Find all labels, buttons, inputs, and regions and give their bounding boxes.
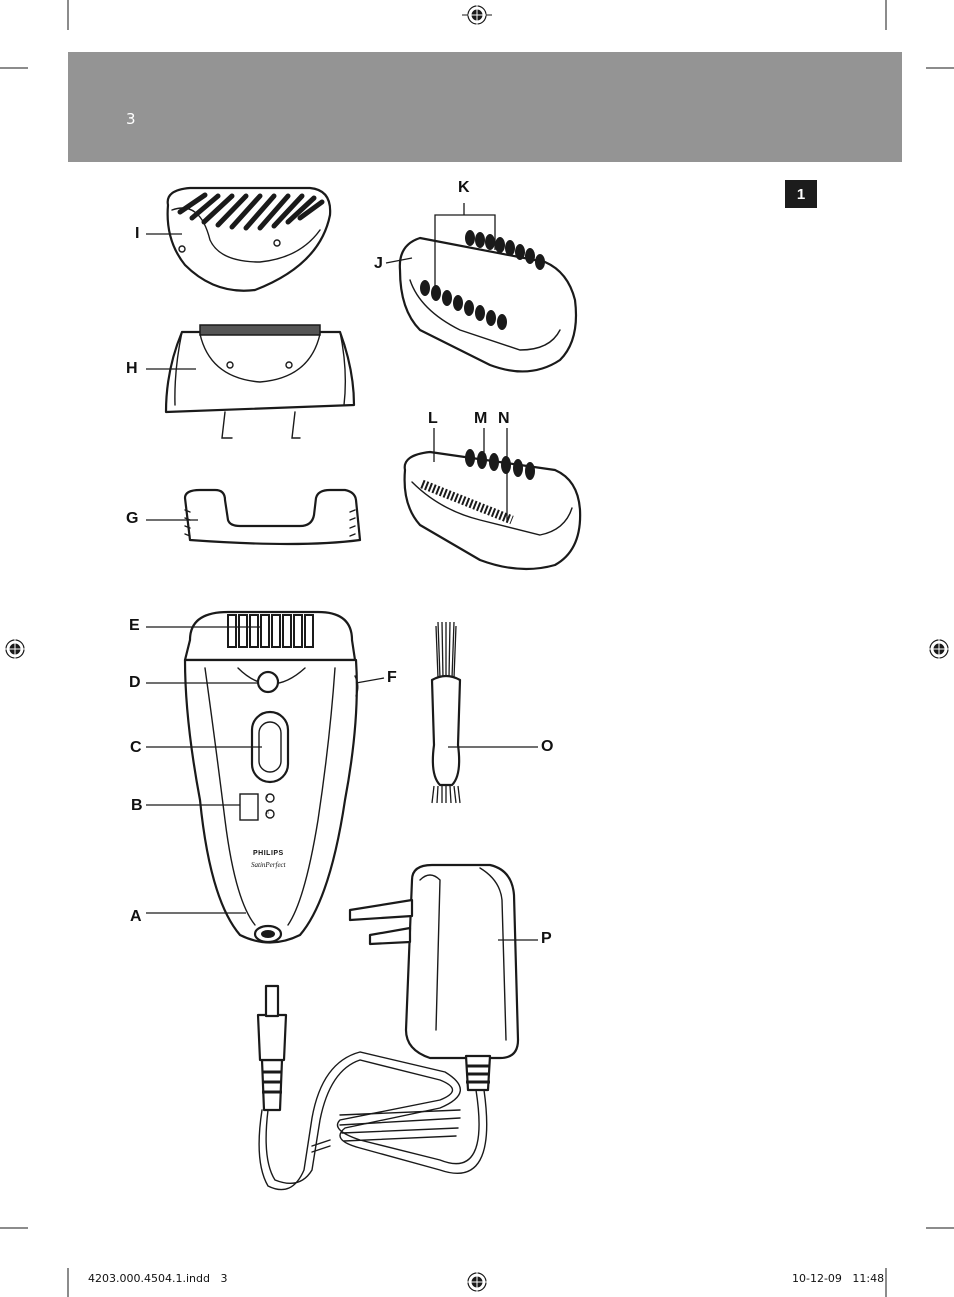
label-b: B — [131, 797, 143, 814]
label-i: I — [135, 225, 140, 242]
footer-file-name: 4203.000.4504.1.indd 3 — [88, 1272, 228, 1285]
label-e: E — [129, 617, 140, 634]
part-p-adapter — [256, 863, 520, 1191]
label-m: M — [474, 410, 488, 427]
roller-row-bottom — [420, 280, 507, 330]
label-g: G — [126, 510, 139, 527]
switch-mark-two: II — [266, 810, 269, 816]
leader-lines — [146, 203, 538, 941]
label-j: J — [374, 255, 383, 272]
label-l: L — [428, 410, 438, 427]
part-o-brush — [430, 621, 462, 804]
label-k: K — [458, 179, 470, 196]
page-number: 3 — [126, 110, 136, 128]
label-o: O — [541, 738, 554, 755]
main-appliance — [183, 610, 359, 944]
product-name-text: SatinPerfect — [251, 861, 286, 869]
part-epilating-head — [403, 449, 582, 571]
discs-top — [465, 449, 535, 480]
label-c: C — [130, 739, 142, 756]
registration-mark-right-icon — [925, 635, 953, 663]
epilating-discs-e — [227, 614, 314, 648]
figure-number-badge: 1 — [785, 180, 817, 208]
part-h-shaving-head — [164, 324, 356, 439]
label-p: P — [541, 930, 552, 947]
cap-ribs — [177, 192, 325, 231]
header-bar — [68, 52, 902, 162]
part-g-comb — [183, 488, 362, 546]
label-a: A — [130, 908, 142, 925]
release-button-d — [256, 670, 280, 694]
label-n: N — [498, 410, 510, 427]
footer-date: 10-12-09 11:48 — [792, 1272, 885, 1285]
brand-logo-text: PHILIPS — [253, 850, 284, 857]
registration-mark-bottom-icon — [463, 1268, 491, 1296]
switch-mark-one: I — [267, 794, 269, 800]
label-h: H — [126, 360, 138, 377]
roller-row-top — [465, 230, 545, 270]
registration-mark-top-icon — [462, 1, 492, 29]
part-i-cap — [166, 186, 332, 292]
part-j-massage-head — [398, 230, 578, 373]
registration-mark-left-icon — [1, 635, 29, 663]
label-f: F — [387, 669, 397, 686]
label-d: D — [129, 674, 141, 691]
